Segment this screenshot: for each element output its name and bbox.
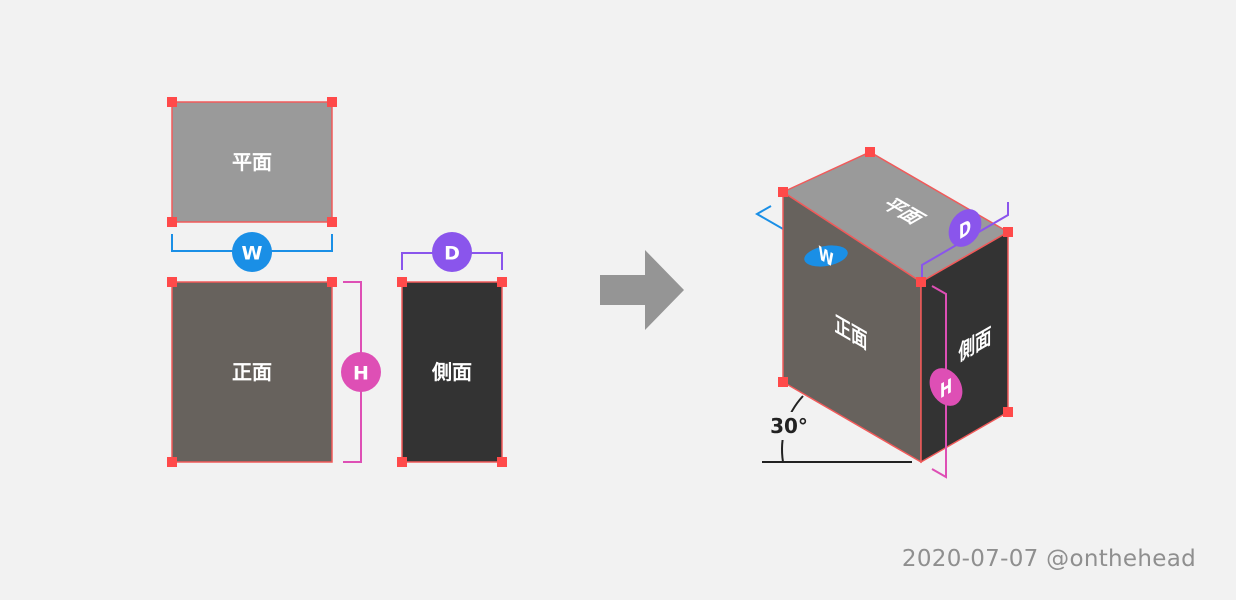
height-badge-label: H <box>353 363 369 385</box>
side-handles <box>397 277 507 467</box>
iso-handles <box>778 147 1013 417</box>
iso-depth-dimension: D <box>921 202 1009 278</box>
depth-dimension: D <box>401 232 503 272</box>
angle-label: 30° <box>770 414 808 438</box>
handle-icon[interactable] <box>397 277 407 287</box>
plan-handles <box>167 97 337 227</box>
side-face <box>401 281 503 463</box>
front-view: 正面 <box>167 277 337 467</box>
handle-icon[interactable] <box>327 97 337 107</box>
width-dimension: W <box>171 232 333 272</box>
handle-icon[interactable] <box>167 97 177 107</box>
width-badge <box>232 232 272 272</box>
handle-icon[interactable] <box>916 277 926 287</box>
depth-badge <box>432 232 472 272</box>
handle-icon[interactable] <box>327 217 337 227</box>
side-label: 側面 <box>431 360 472 384</box>
handle-icon[interactable] <box>497 457 507 467</box>
iso-height-dimension: H <box>929 285 963 479</box>
handle-icon[interactable] <box>167 217 177 227</box>
height-dimension: H <box>341 281 381 463</box>
iso-width-badge <box>804 245 848 267</box>
iso-height-badge-label: H <box>940 374 952 404</box>
side-view: 側面 <box>397 277 507 467</box>
plan-view: 平面 <box>167 97 337 227</box>
depth-badge-label: D <box>444 243 460 265</box>
handle-icon[interactable] <box>778 187 788 197</box>
handle-icon[interactable] <box>1003 407 1013 417</box>
height-badge <box>341 352 381 392</box>
width-badge-label: W <box>242 243 263 265</box>
handle-icon[interactable] <box>167 457 177 467</box>
handle-icon[interactable] <box>865 147 875 157</box>
front-handles <box>167 277 337 467</box>
handle-icon[interactable] <box>497 277 507 287</box>
front-face <box>171 281 333 463</box>
iso-height-badge <box>929 368 963 406</box>
angle-label-backdrop <box>764 412 814 440</box>
handle-icon[interactable] <box>1003 227 1013 237</box>
handle-icon[interactable] <box>167 277 177 287</box>
handle-icon[interactable] <box>778 377 788 387</box>
credit-text: 2020-07-07 @onthehead <box>901 546 1196 572</box>
iso-width-badge-label: W <box>818 242 833 272</box>
angle-indicator: 30° <box>762 395 912 463</box>
front-label: 正面 <box>232 360 272 384</box>
handle-icon[interactable] <box>397 457 407 467</box>
plan-label: 平面 <box>232 150 272 174</box>
right-arrow-icon <box>600 250 684 330</box>
isometric-box: 平面 正面 側面 D W H <box>754 147 1013 479</box>
plan-face <box>171 101 333 223</box>
handle-icon[interactable] <box>327 277 337 287</box>
iso-depth-badge <box>948 209 982 247</box>
iso-depth-badge-label: D <box>959 215 971 245</box>
